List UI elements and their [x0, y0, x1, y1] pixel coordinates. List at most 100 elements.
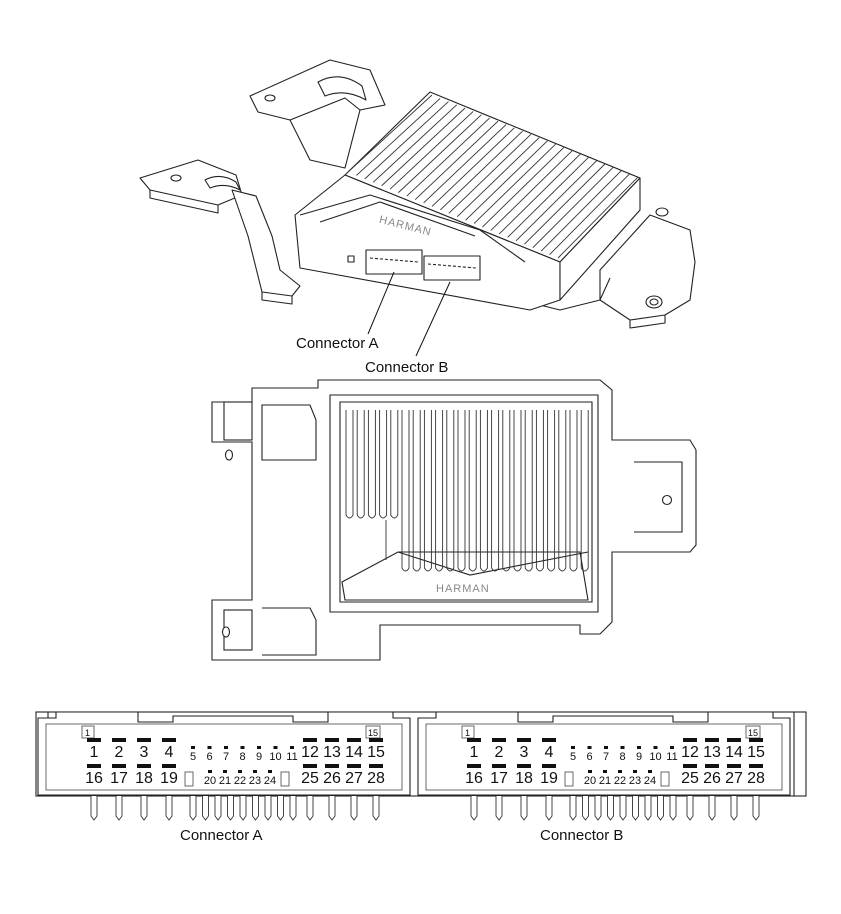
- connector-b-pin-leg: [569, 796, 577, 821]
- connector-a-pin-label: 25: [301, 770, 319, 787]
- connector-b-pin-marker: [587, 746, 592, 749]
- connector-a-pin-marker: [87, 764, 101, 768]
- iso-fin: [515, 160, 598, 242]
- iso-fin: [524, 163, 606, 245]
- connector-b-pin-leg: [619, 796, 627, 821]
- connector-b-pin-label: 23: [629, 775, 641, 787]
- connector-b-pin-label: 5: [570, 751, 576, 763]
- connector-a-pin-marker: [240, 746, 245, 749]
- connector-b-pin-marker: [604, 746, 608, 749]
- plan-fin: [558, 410, 567, 572]
- connector-b-pin-marker: [648, 770, 652, 773]
- connector-b-pin-leg: [686, 796, 694, 821]
- connector-a-pin-marker: [87, 738, 101, 742]
- iso-fin: [414, 120, 499, 200]
- connector-b-pin-marker: [492, 764, 506, 768]
- connector-b-pin-marker: [749, 764, 763, 768]
- connector-b-pin-label: 21: [599, 775, 611, 787]
- connector-a-pin-label: 13: [323, 744, 341, 761]
- connector-b-pin-leg: [582, 796, 589, 821]
- bracket-top-arm: [249, 59, 386, 121]
- connector-b-pin-marker: [705, 738, 719, 742]
- connector-b-pin-label: 18: [515, 770, 533, 787]
- connector-a-pin-label: 15: [367, 744, 385, 761]
- connector-a-cavity: [45, 723, 403, 791]
- plan-fin: [524, 410, 533, 572]
- connector-b-pin-marker: [542, 764, 556, 768]
- connector-b-pin-marker: [588, 770, 592, 773]
- connector-b-pin-label: 14: [725, 744, 743, 761]
- connector-a-pin-marker: [224, 746, 228, 749]
- connector-b-pin-marker: [633, 770, 637, 773]
- connector-a-pin-leg: [350, 796, 358, 821]
- connector-a-pin-marker: [191, 746, 195, 749]
- iso-fin: [507, 156, 589, 238]
- connector-a-key-tab: [184, 771, 194, 787]
- connector-a-pin-label: 26: [323, 770, 341, 787]
- connector-a-pin-marker: [223, 770, 227, 773]
- connector-b-corner-mark-right-text: 15: [748, 728, 758, 738]
- connector-b-pin-marker: [653, 746, 658, 749]
- connector-b-pin-leg: [752, 796, 760, 821]
- connector-b-key-tab: [660, 771, 670, 787]
- connector-b-pin-label: 2: [495, 744, 504, 761]
- connector-a-pin-label: 7: [223, 751, 229, 763]
- connector-b-pin-leg: [594, 796, 602, 821]
- connector-a-pin-leg: [252, 796, 259, 821]
- bracket-left-arm: [139, 159, 243, 206]
- connector-a-pin-label: 24: [264, 775, 276, 787]
- connector-b-pin-marker: [571, 746, 575, 749]
- connector-a-pin-label: 23: [249, 775, 261, 787]
- connector-a-pin-label: 11: [286, 751, 297, 763]
- connector-a-pin-leg: [264, 796, 272, 821]
- connector-b-pin-leg: [607, 796, 614, 821]
- connector-a-pin-label: 9: [256, 751, 262, 763]
- connector-a-pin-label: 28: [367, 770, 385, 787]
- iso-fin: [482, 147, 565, 228]
- connector-b-pin-label: 16: [465, 770, 483, 787]
- connector-b-pin-marker: [705, 764, 719, 768]
- connector-a-outline: [37, 711, 411, 796]
- plan-fin: [390, 410, 399, 519]
- plan-fin: [356, 410, 365, 519]
- connector-a-pin-label: 5: [190, 751, 196, 763]
- plan-fin: [435, 410, 444, 572]
- connector-a-pin-marker: [162, 738, 176, 742]
- connector-a-pin-label: 14: [345, 744, 363, 761]
- connector-b-pin-label: 12: [681, 744, 699, 761]
- plan-fin: [401, 410, 410, 572]
- iso-fin: [406, 117, 490, 197]
- connector-b-corner-mark-left-text: 1: [465, 728, 470, 738]
- connector-b-pin-label: 26: [703, 770, 721, 787]
- connector-b-pin-leg: [657, 796, 664, 821]
- connector-a-pin-marker: [347, 738, 361, 742]
- connector-a-pin-label: 22: [234, 775, 246, 787]
- connector-b-pin-marker: [467, 738, 481, 742]
- connector-b-pin-label: 10: [649, 751, 661, 763]
- connector-a-pin-leg: [140, 796, 148, 821]
- connector-a-pin-marker: [303, 738, 317, 742]
- isometric-heatsink-fins: [347, 94, 639, 259]
- iso-fin: [440, 130, 523, 211]
- isometric-amplifier-view: [139, 59, 696, 329]
- iso-fin: [356, 97, 441, 176]
- iso-fin: [372, 104, 458, 183]
- connector-b-outline: [417, 711, 791, 796]
- plan-lower-chamfer: [341, 551, 589, 601]
- connector-a-pin-marker: [273, 746, 278, 749]
- connector-b-pin-label: 4: [545, 744, 554, 761]
- connector-a-pin-leg: [289, 796, 297, 821]
- plan-fin: [457, 410, 466, 572]
- connector-b-pin-marker: [683, 738, 697, 742]
- connector-a-corner-mark-left-text: 1: [85, 728, 90, 738]
- connector-a-pin-marker: [112, 738, 126, 742]
- connector-a-pin-marker: [162, 764, 176, 768]
- connector-b-pin-marker: [492, 738, 506, 742]
- plan-heatsink-fins: [345, 410, 589, 572]
- plan-fin: [345, 410, 354, 519]
- bracket-right-arm: [599, 214, 696, 321]
- iso-fin: [364, 101, 449, 180]
- connector-a-pin-leg: [227, 796, 234, 821]
- connector-a-pin-leg: [328, 796, 336, 821]
